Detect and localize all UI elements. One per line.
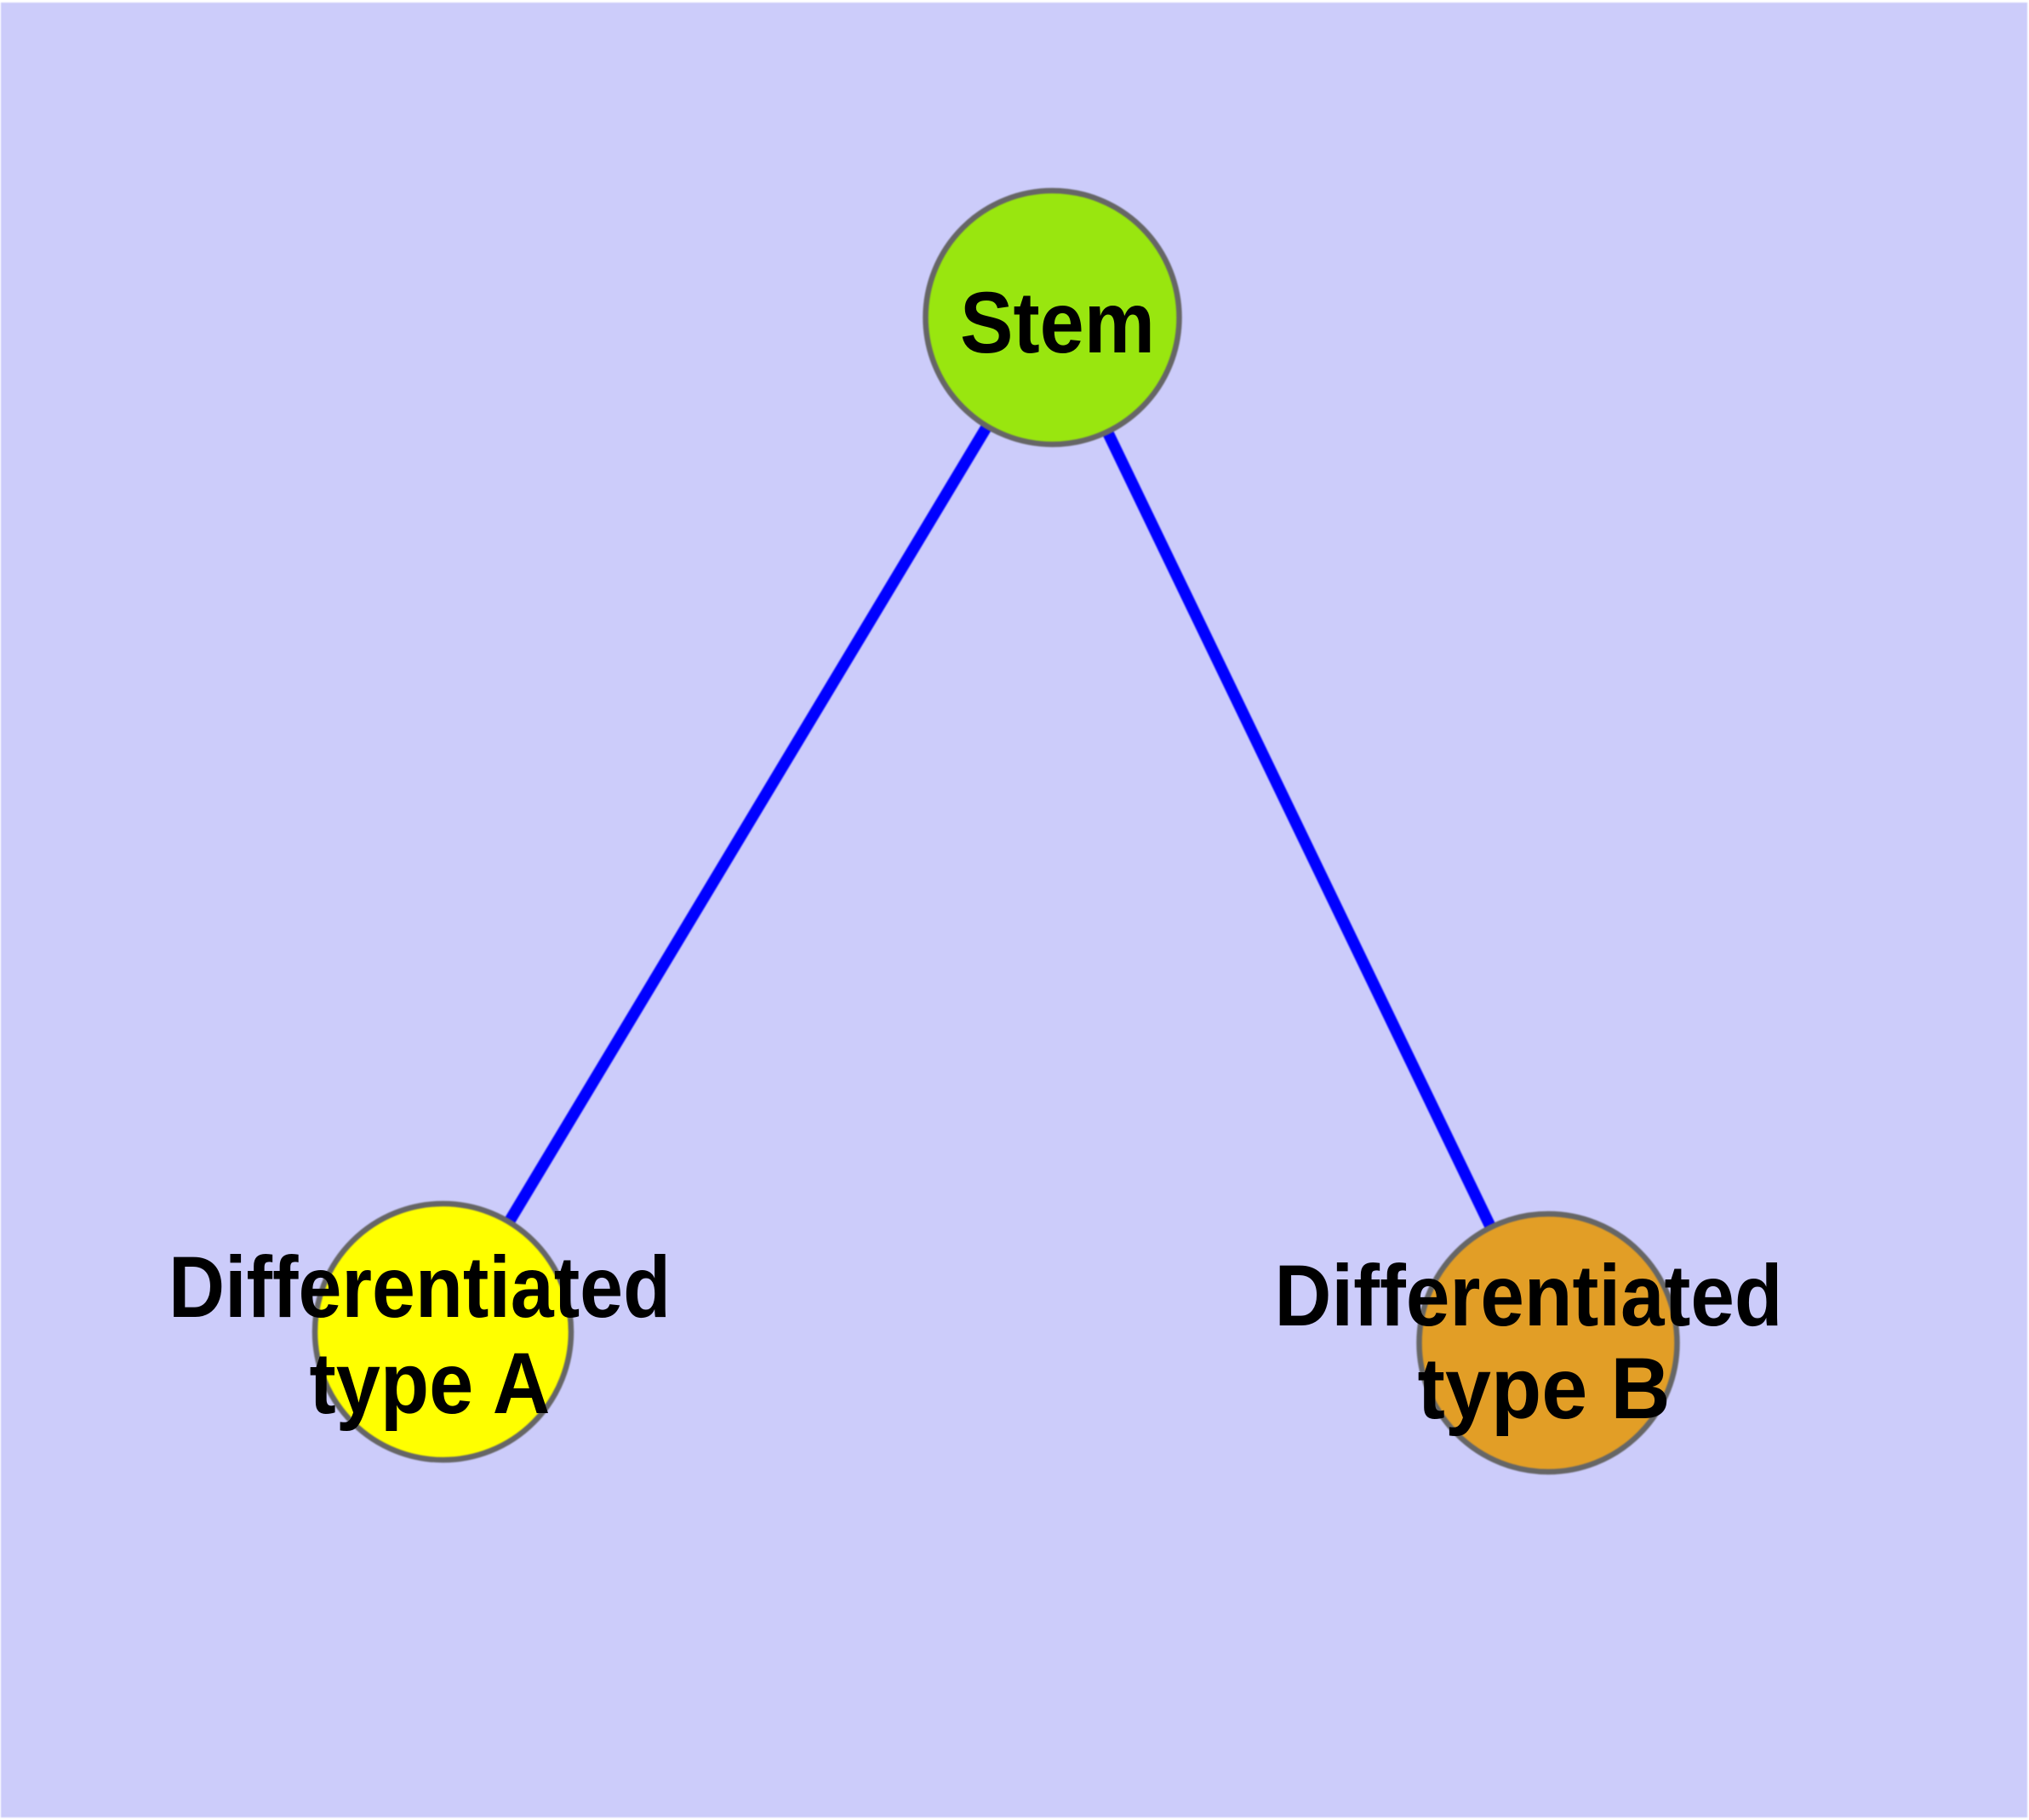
svg-text:Differentiated: Differentiated <box>1275 1247 1783 1344</box>
svg-text:type B: type B <box>1418 1340 1671 1437</box>
svg-text:Stem: Stem <box>960 274 1155 371</box>
svg-text:Differentiated: Differentiated <box>169 1239 671 1336</box>
svg-text:type A: type A <box>310 1335 551 1432</box>
